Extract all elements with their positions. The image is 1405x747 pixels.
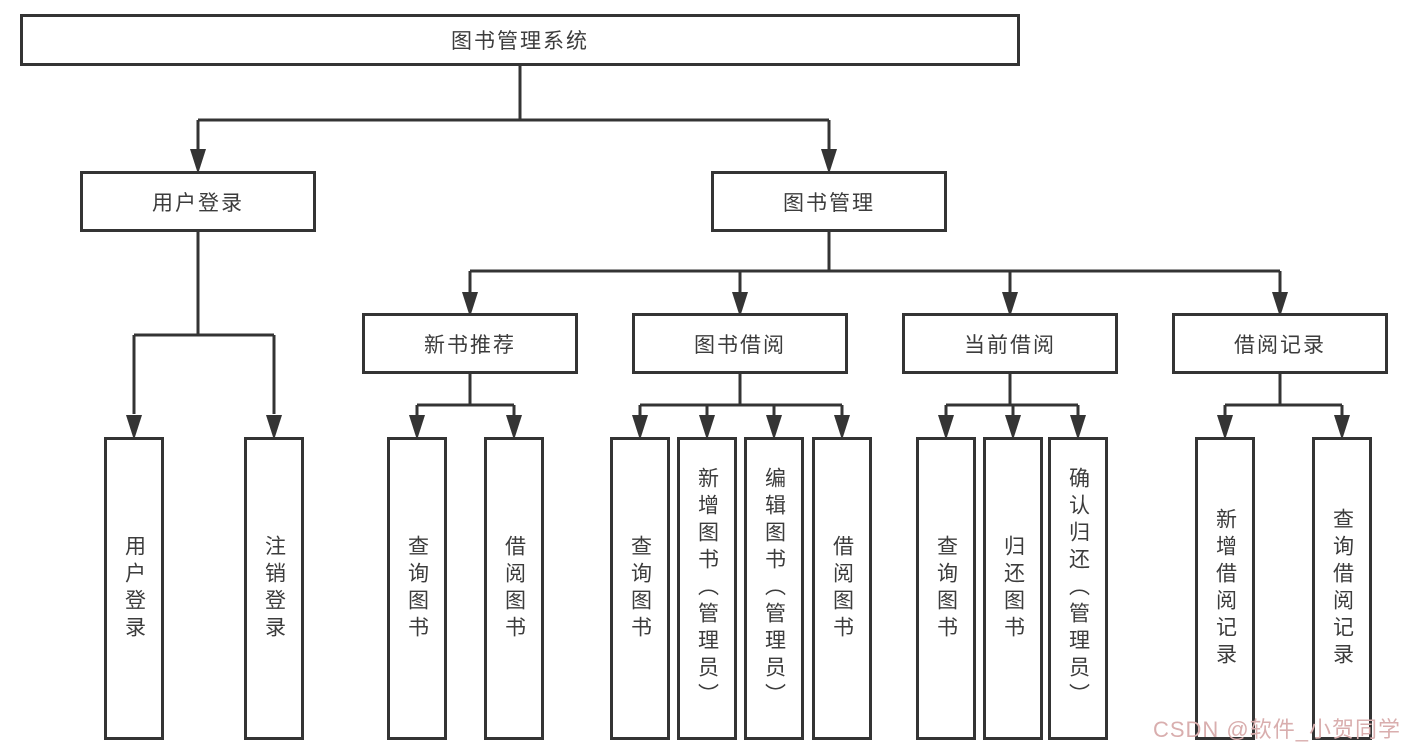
node-label: 查询图书 — [628, 534, 652, 643]
leaf-borrow-books: 借阅图书 — [812, 437, 872, 740]
node-label: 新书推荐 — [424, 333, 516, 357]
node-book-management: 图书管理 — [711, 171, 947, 232]
node-label: 借阅记录 — [1234, 333, 1326, 357]
node-book-borrowing: 图书借阅 — [632, 313, 848, 374]
node-label: 图书管理 — [783, 191, 875, 215]
leaf-add-borrow-record: 新增借阅记录 — [1195, 437, 1255, 740]
node-label: 编辑图书（管理员） — [762, 467, 786, 710]
leaf-user-login: 用户登录 — [104, 437, 164, 740]
node-label: 借阅图书 — [830, 534, 854, 643]
node-label: 注销登录 — [262, 534, 286, 643]
leaf-return-books: 归还图书 — [983, 437, 1043, 740]
node-label: 当前借阅 — [964, 333, 1056, 357]
node-label: 图书管理系统 — [451, 30, 589, 53]
node-current-borrowing: 当前借阅 — [902, 313, 1118, 374]
node-new-book-recommendation: 新书推荐 — [362, 313, 578, 374]
leaf-query-books-borrowing: 查询图书 — [610, 437, 670, 740]
leaf-add-books-admin: 新增图书（管理员） — [677, 437, 737, 740]
node-user-login: 用户登录 — [80, 171, 316, 232]
node-label: 查询图书 — [405, 534, 429, 643]
node-label: 借阅图书 — [502, 534, 526, 643]
leaf-confirm-return-admin: 确认归还（管理员） — [1048, 437, 1108, 740]
node-label: 图书借阅 — [694, 333, 786, 357]
leaf-query-books-current: 查询图书 — [916, 437, 976, 740]
node-label: 归还图书 — [1001, 534, 1025, 643]
leaf-query-borrow-record: 查询借阅记录 — [1312, 437, 1372, 740]
node-label: 用户登录 — [152, 191, 244, 215]
node-label: 确认归还（管理员） — [1066, 467, 1090, 710]
leaf-borrow-books-recommend: 借阅图书 — [484, 437, 544, 740]
node-label: 用户登录 — [122, 534, 146, 643]
leaf-query-books-recommend: 查询图书 — [387, 437, 447, 740]
leaf-logout: 注销登录 — [244, 437, 304, 740]
node-book-management-system: 图书管理系统 — [20, 14, 1020, 66]
node-label: 查询借阅记录 — [1330, 507, 1354, 670]
node-label: 新增借阅记录 — [1213, 507, 1237, 670]
node-borrowing-records: 借阅记录 — [1172, 313, 1388, 374]
node-label: 新增图书（管理员） — [695, 467, 719, 710]
leaf-edit-books-admin: 编辑图书（管理员） — [744, 437, 804, 740]
node-label: 查询图书 — [934, 534, 958, 643]
